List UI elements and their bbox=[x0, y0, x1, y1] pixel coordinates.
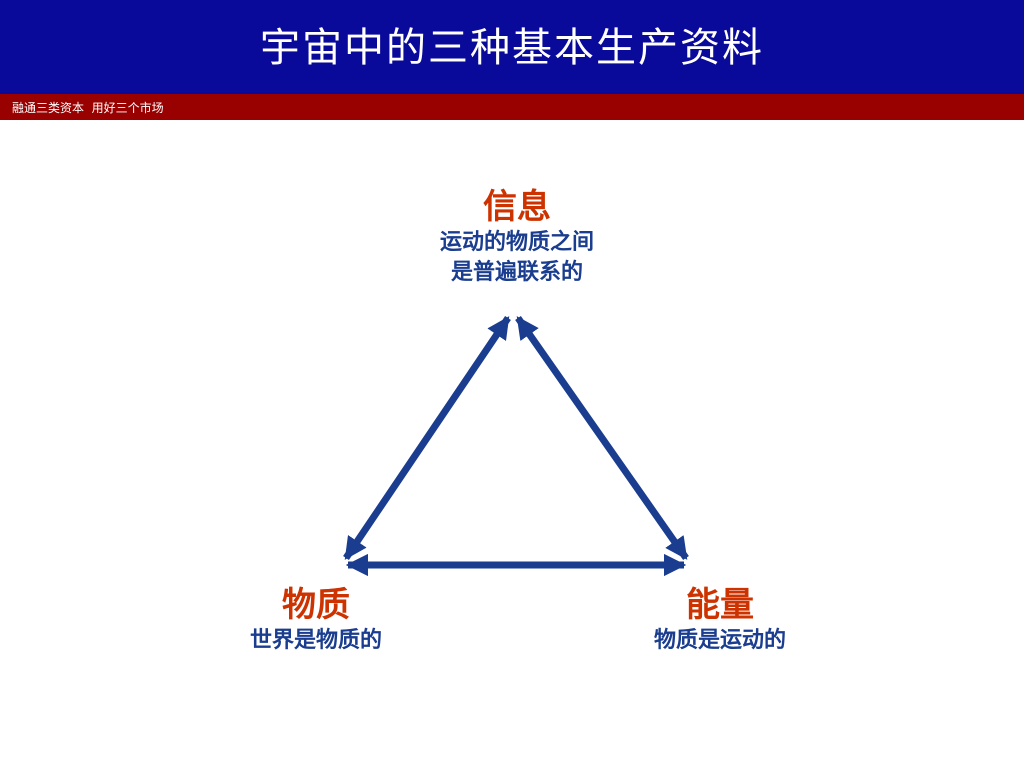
node-information-desc-line-1: 运动的物质之间 bbox=[439, 230, 594, 255]
subtitle-bar: 融通三类资本 用好三个市场 bbox=[0, 94, 1024, 120]
page-subtitle: 融通三类资本 用好三个市场 bbox=[12, 100, 164, 115]
node-matter: 物质 世界是物质的 bbox=[186, 584, 446, 656]
edge-info-energy bbox=[515, 315, 689, 561]
node-energy: 能量 物质是运动的 bbox=[590, 584, 850, 656]
node-matter-name: 物质 bbox=[282, 585, 350, 625]
node-information-name: 信息 bbox=[483, 187, 551, 227]
node-information: 信息 运动的物质之间 是普遍联系的 bbox=[387, 186, 647, 288]
title-bar: 宇宙中的三种基本生产资料 bbox=[0, 0, 1024, 94]
node-energy-desc-line-1: 物质是运动的 bbox=[653, 628, 786, 653]
node-energy-name: 能量 bbox=[686, 585, 754, 625]
edge-info-matter bbox=[343, 316, 511, 560]
node-information-desc-line-2: 是普遍联系的 bbox=[450, 260, 583, 285]
page-title: 宇宙中的三种基本生产资料 bbox=[260, 25, 764, 71]
node-matter-desc-line-1: 世界是物质的 bbox=[249, 628, 382, 653]
